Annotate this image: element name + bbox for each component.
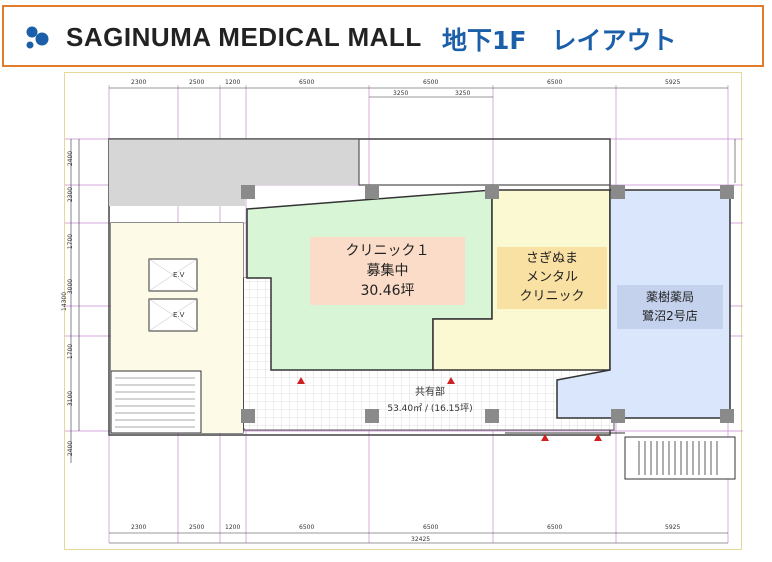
mental-line-2: メンタル [525, 270, 578, 285]
ev-label-2: E.V [173, 311, 185, 319]
common-area-label: 共有部 53.40㎡ / (16.15坪) [365, 385, 495, 417]
dim-top-1: 2300 [131, 79, 147, 86]
dim-bottom-3: 1200 [225, 524, 241, 531]
dim-top-sub-2: 3250 [455, 90, 471, 97]
dim-left-2: 1700 [67, 233, 75, 250]
mental-clinic-label: さぎぬま メンタル クリニック [497, 247, 607, 309]
mental-line-3: クリニック [519, 289, 585, 304]
dim-bottom-5: 6500 [423, 524, 439, 531]
dim-bottom-total: 32425 [411, 536, 431, 543]
ev-label-1: E.V [173, 271, 185, 279]
floor-plan: 2300 2500 1200 6500 6500 6500 5925 3250 … [61, 72, 743, 550]
dim-bottom-2: 2500 [189, 524, 205, 531]
common-line-2: 53.40㎡ / (16.15坪) [387, 404, 473, 414]
clinic1-name: クリニック１ [345, 243, 430, 259]
common-line-1: 共有部 [415, 387, 445, 398]
clinic1-size: 30.46坪 [360, 283, 415, 299]
pharmacy-line-1: 薬樹薬局 [645, 290, 694, 304]
page-title: 地下1F レイアウト [442, 26, 677, 55]
dim-top-sub-1: 3250 [393, 90, 409, 97]
pharmacy-label: 薬樹薬局 鷺沼2号店 [617, 285, 723, 329]
marker-triangles [297, 377, 602, 441]
header-banner: SAGINUMA MEDICAL MALL 地下1F レイアウト [2, 5, 764, 67]
dim-top-7: 5925 [665, 79, 681, 86]
dim-top-2: 2500 [189, 79, 205, 86]
mental-line-1: さぎぬま [525, 251, 578, 266]
dim-bottom-7: 5925 [665, 524, 681, 531]
dim-left-1: 2300 [67, 186, 75, 203]
clinic1-status: 募集中 [366, 263, 409, 279]
dim-left-5: 3100 [67, 390, 75, 407]
logo-icon [26, 26, 49, 49]
dim-side-bottom: 2400 [67, 440, 75, 457]
brand-name: SAGINUMA MEDICAL MALL [66, 22, 422, 52]
dim-bottom-1: 2300 [131, 524, 147, 531]
dim-top-6: 6500 [547, 79, 563, 86]
dim-bottom-6: 6500 [547, 524, 563, 531]
dim-top-4: 6500 [299, 79, 315, 86]
dim-side-top: 2400 [67, 150, 75, 167]
dim-bottom-4: 6500 [299, 524, 315, 531]
dim-left-total: 14300 [61, 291, 69, 312]
dim-left-4: 1700 [67, 343, 75, 360]
dim-top-5: 6500 [423, 79, 439, 86]
dim-top-3: 1200 [225, 79, 241, 86]
pharmacy-line-2: 鷺沼2号店 [642, 309, 698, 323]
dim-left-3: 3000 [67, 278, 75, 295]
clinic1-label: クリニック１ 募集中 30.46坪 [310, 237, 465, 305]
dimension-lines [70, 87, 736, 544]
